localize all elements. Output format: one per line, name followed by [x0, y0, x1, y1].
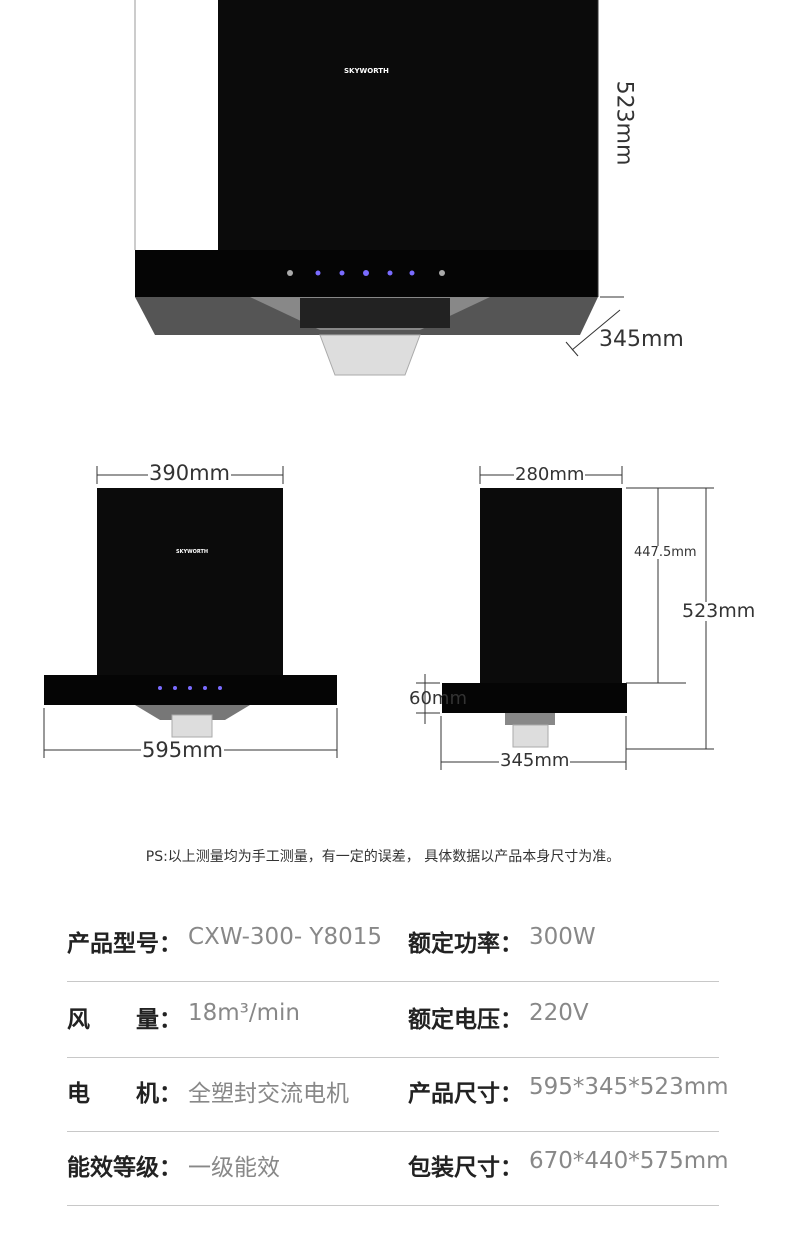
- spec-value: 220V: [529, 1000, 589, 1026]
- spec-value: 670*440*575mm: [529, 1148, 729, 1174]
- front-view-hood: [43, 466, 338, 758]
- spec-value: CXW-300- Y8015: [188, 924, 383, 950]
- measurement-note: PS:以上测量均为手工测量，有一定的误差， 具体数据以产品本身尺寸为准。: [145, 849, 621, 865]
- spec-label: 电 机：: [67, 1081, 182, 1107]
- spec-value: 一级能效: [188, 1155, 280, 1181]
- top-view-hood: [134, 0, 624, 376]
- spec-row: 风 量： 18m³/min 额定电压： 220V: [67, 984, 719, 1058]
- side-view-hood: [416, 466, 714, 770]
- dim-front-hood-width: 595mm: [141, 738, 224, 762]
- dim-side-total-height: 523mm: [681, 600, 757, 622]
- brand-logo-front: SKYWORTH: [176, 549, 209, 555]
- spec-label: 额定电压：: [408, 1007, 523, 1033]
- spec-label: 能效等级：: [67, 1155, 182, 1181]
- dim-top-depth: 345mm: [598, 327, 685, 352]
- brand-logo-top: SKYWORTH: [344, 67, 389, 75]
- spec-row: 产品型号： CXW-300- Y8015 额定功率： 300W: [67, 908, 719, 982]
- spec-label: 额定功率：: [408, 931, 523, 957]
- dim-side-chimney-height: 447.5mm: [633, 545, 698, 560]
- dim-side-chimney-depth: 280mm: [514, 464, 586, 485]
- spec-value: 全塑封交流电机: [188, 1081, 349, 1107]
- spec-value: 18m³/min: [188, 1000, 301, 1026]
- spec-label: 包装尺寸：: [408, 1155, 523, 1181]
- dim-top-height: 523mm: [611, 79, 637, 167]
- dim-side-hood-thickness: 60mm: [409, 688, 467, 709]
- spec-row: 电 机： 全塑封交流电机 产品尺寸： 595*345*523mm: [67, 1058, 729, 1132]
- dim-side-hood-depth: 345mm: [499, 750, 571, 771]
- dim-front-chimney-width: 390mm: [148, 461, 231, 485]
- spec-value: 595*345*523mm: [529, 1074, 729, 1100]
- product-dimension-drawings: [43, 0, 714, 770]
- spec-label: 产品尺寸：: [408, 1081, 523, 1107]
- spec-value: 300W: [529, 924, 596, 950]
- spec-label: 产品型号：: [67, 931, 182, 957]
- spec-row: 能效等级： 一级能效 包装尺寸： 670*440*575mm: [67, 1132, 729, 1206]
- spec-label: 风 量：: [67, 1007, 182, 1033]
